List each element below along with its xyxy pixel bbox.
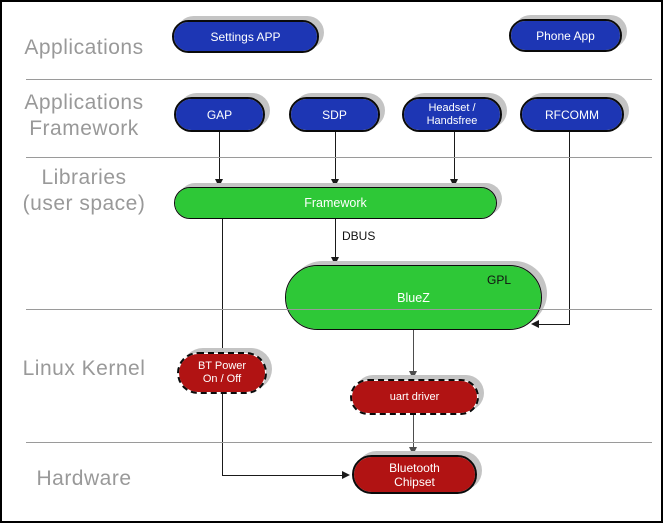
node-bluetooth-chipset: Bluetooth Chipset — [352, 455, 477, 494]
arrowhead-framework-chipset — [342, 471, 350, 479]
node-settings-app: Settings APP — [172, 20, 319, 53]
edge-framework-chipset-hline — [222, 475, 342, 476]
edge-framework-bluez-line — [335, 219, 336, 257]
edge-bluez-uart-line — [413, 330, 414, 371]
edge-gap-framework-line — [219, 132, 220, 180]
arrowhead-sdp-framework — [331, 179, 339, 187]
node-rfcomm: RFCOMM — [520, 97, 624, 132]
edge-uart-chipset-line — [413, 415, 414, 447]
section-label-applications-framework: Applications Framework — [24, 91, 144, 140]
arrowhead-uart-chipset — [409, 447, 417, 455]
arrowhead-framework-bluez — [331, 257, 339, 265]
section-label-linux-kernel: Linux Kernel — [22, 357, 146, 380]
section-label-libraries-user-space: Libraries (user space) — [22, 166, 146, 215]
node-phone-app: Phone App — [509, 19, 622, 52]
edge-headset-framework-line — [454, 132, 455, 180]
node-bt-power-on-off: BT Power On / Off — [177, 352, 267, 394]
edge-rfcomm-bluez-hline — [539, 324, 570, 325]
divider-libraries — [26, 309, 652, 310]
section-label-applications: Applications — [24, 36, 144, 59]
divider-linux-kernel — [26, 442, 652, 443]
arrowhead-gap-framework — [215, 179, 223, 187]
edge-rfcomm-bluez-vline — [569, 132, 570, 324]
arrowhead-rfcomm-bluez — [531, 320, 539, 328]
node-headset-handsfree: Headset / Handsfree — [402, 97, 502, 132]
edge-label-dbus: DBUS — [342, 229, 376, 243]
node-bluez: GPL BlueZ — [285, 265, 542, 330]
section-label-hardware: Hardware — [36, 467, 132, 490]
node-sdp: SDP — [289, 97, 380, 132]
node-gap: GAP — [174, 97, 265, 132]
arrowhead-headset-framework — [450, 179, 458, 187]
node-uart-driver: uart driver — [350, 379, 479, 415]
node-framework: Framework — [174, 187, 497, 219]
gpl-badge: GPL — [486, 273, 511, 287]
edge-sdp-framework-line — [335, 132, 336, 180]
edge-framework-chipset-vline — [222, 219, 223, 475]
arrowhead-bluez-uart — [409, 371, 417, 379]
divider-applications — [26, 79, 652, 80]
divider-applications-framework — [26, 157, 652, 158]
